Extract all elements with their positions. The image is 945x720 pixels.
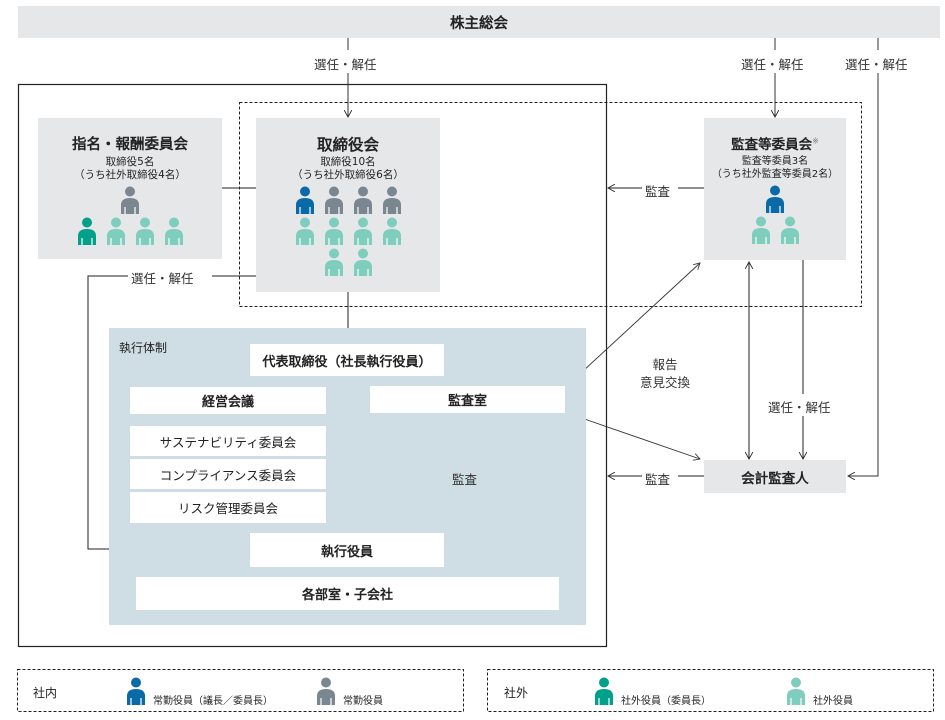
label-appoint-auditor-from-committee: 選任・解任 <box>768 397 831 416</box>
label-appoint-executives: 選任・解任 <box>131 268 194 287</box>
outside-person-icon <box>353 217 373 245</box>
executive-officers-label: 執行役員 <box>320 544 373 560</box>
audit-office-box: 監査室 <box>370 386 565 413</box>
outside-person-icon <box>135 217 155 245</box>
executive-officers-box: 執行役員 <box>250 533 444 567</box>
line-audit-auditoffice <box>570 263 700 383</box>
accounting-auditor: 会計監査人 <box>704 460 846 493</box>
audit-committee-title-row: 監査等委員会※ <box>704 133 846 154</box>
legend-standing-icon <box>316 677 336 705</box>
committee-box-compliance: コンプライアンス委員会 <box>130 459 326 489</box>
ceo-box: 代表取締役（社長執行役員） <box>250 344 444 376</box>
member-row <box>256 248 440 276</box>
member-row <box>38 217 222 245</box>
committee-box-sustainability: サステナビリティ委員会 <box>130 426 326 456</box>
standing-person-icon <box>324 186 344 214</box>
label-opinion-exchange: 意見交換 <box>640 375 691 390</box>
governance-dashed-frame <box>239 102 862 307</box>
outside-person-icon <box>164 217 184 245</box>
legend-internal-label: 社内 <box>33 686 58 700</box>
outside-chair-person-icon <box>77 217 97 245</box>
legend-outside-label: 社外役員 <box>813 696 853 707</box>
line-shareholders-auditor-b <box>848 72 879 476</box>
audit-committee-detail: （うち社外監査等委員2名） <box>711 169 839 180</box>
legend-internal-frame <box>17 669 464 712</box>
ceo-label: 代表取締役（社長執行役員） <box>262 354 432 370</box>
label-appoint-audit-committee: 選任・解任 <box>741 54 804 73</box>
audit-office-label: 監査室 <box>447 394 487 409</box>
member-row <box>704 185 846 213</box>
legend-external-label: 社外 <box>504 686 529 700</box>
execution-structure-label: 執行体制 <box>119 341 168 355</box>
label-appoint-board: 選任・解任 <box>314 54 377 73</box>
standing-chair-person-icon <box>295 186 315 214</box>
standing-chair-person-icon <box>765 185 785 213</box>
outside-person-icon <box>324 248 344 276</box>
legend-outside-chair-label: 社外役員（委員長） <box>621 696 711 707</box>
committee-compliance-label: コンプライアンス委員会 <box>159 467 297 483</box>
outside-person-icon <box>324 217 344 245</box>
board-members <box>256 186 440 276</box>
audit-committee-title: 監査等委員会 <box>731 137 813 153</box>
legend-standing-chair-icon <box>126 677 146 705</box>
committee-risk-label: リスク管理委員会 <box>177 501 278 516</box>
board-count: 取締役10名 <box>320 156 376 168</box>
nomination-compensation-committee: 指名・報酬委員会 取締役5名 （うち社外取締役4名） <box>38 118 222 259</box>
departments-subsidiaries-label: 各部室・子会社 <box>301 588 393 603</box>
legend-standing-chair-label: 常勤役員（議長／委員長） <box>153 696 273 707</box>
nomination-committee-title: 指名・報酬委員会 <box>72 137 188 153</box>
nomination-committee-members <box>38 186 222 245</box>
label-report-exchange: 報告 意見交換 <box>640 356 690 392</box>
management-meeting-label: 経営会議 <box>201 395 254 410</box>
outside-person-icon <box>106 217 126 245</box>
audit-committee-count: 監査等委員3名 <box>741 156 809 167</box>
legend-standing-label: 常勤役員 <box>343 696 383 707</box>
audit-committee-members <box>704 185 846 244</box>
label-audit-board: 監査 <box>645 181 671 200</box>
committee-sustainability-label: サステナビリティ委員会 <box>159 434 297 450</box>
outside-person-icon <box>780 216 800 244</box>
line-auditoffice-auditor <box>570 414 700 459</box>
departments-subsidiaries-box: 各部室・子会社 <box>136 577 559 610</box>
outside-person-icon <box>751 216 771 244</box>
audit-committee-note-mark: ※ <box>812 136 819 146</box>
member-row <box>256 217 440 245</box>
member-row <box>256 186 440 214</box>
outside-person-icon <box>382 217 402 245</box>
committee-box-risk: リスク管理委員会 <box>130 492 326 523</box>
management-meeting-box: 経営会議 <box>130 387 326 414</box>
legend-external-frame <box>487 669 934 712</box>
label-audit-execution: 監査 <box>452 469 478 488</box>
legend-outside-chair-icon <box>594 677 614 705</box>
label-audit-auditor: 監査 <box>645 469 671 488</box>
outside-person-icon <box>353 248 373 276</box>
accounting-auditor-label: 会計監査人 <box>741 470 809 487</box>
standing-person-icon <box>120 186 140 214</box>
standing-person-icon <box>353 186 373 214</box>
shareholders-meeting: 株主総会 <box>18 6 940 38</box>
nomination-committee-count: 取締役5名 <box>105 156 155 168</box>
shareholders-meeting-label: 株主総会 <box>450 15 508 32</box>
board-detail: （うち社外取締役6名） <box>292 169 404 181</box>
audit-supervisory-committee: 監査等委員会※ 監査等委員3名 （うち社外監査等委員2名） <box>704 118 846 260</box>
outside-person-icon <box>295 217 315 245</box>
label-appoint-auditor: 選任・解任 <box>845 54 908 73</box>
standing-person-icon <box>382 186 402 214</box>
member-row <box>38 186 222 214</box>
label-report: 報告 <box>652 357 678 372</box>
legend-outside-icon <box>786 677 806 705</box>
board-title: 取締役会 <box>316 136 379 154</box>
member-row <box>704 216 846 244</box>
board-of-directors: 取締役会 取締役10名 （うち社外取締役6名） <box>256 118 440 292</box>
nomination-committee-detail: （うち社外取締役4名） <box>74 169 186 181</box>
